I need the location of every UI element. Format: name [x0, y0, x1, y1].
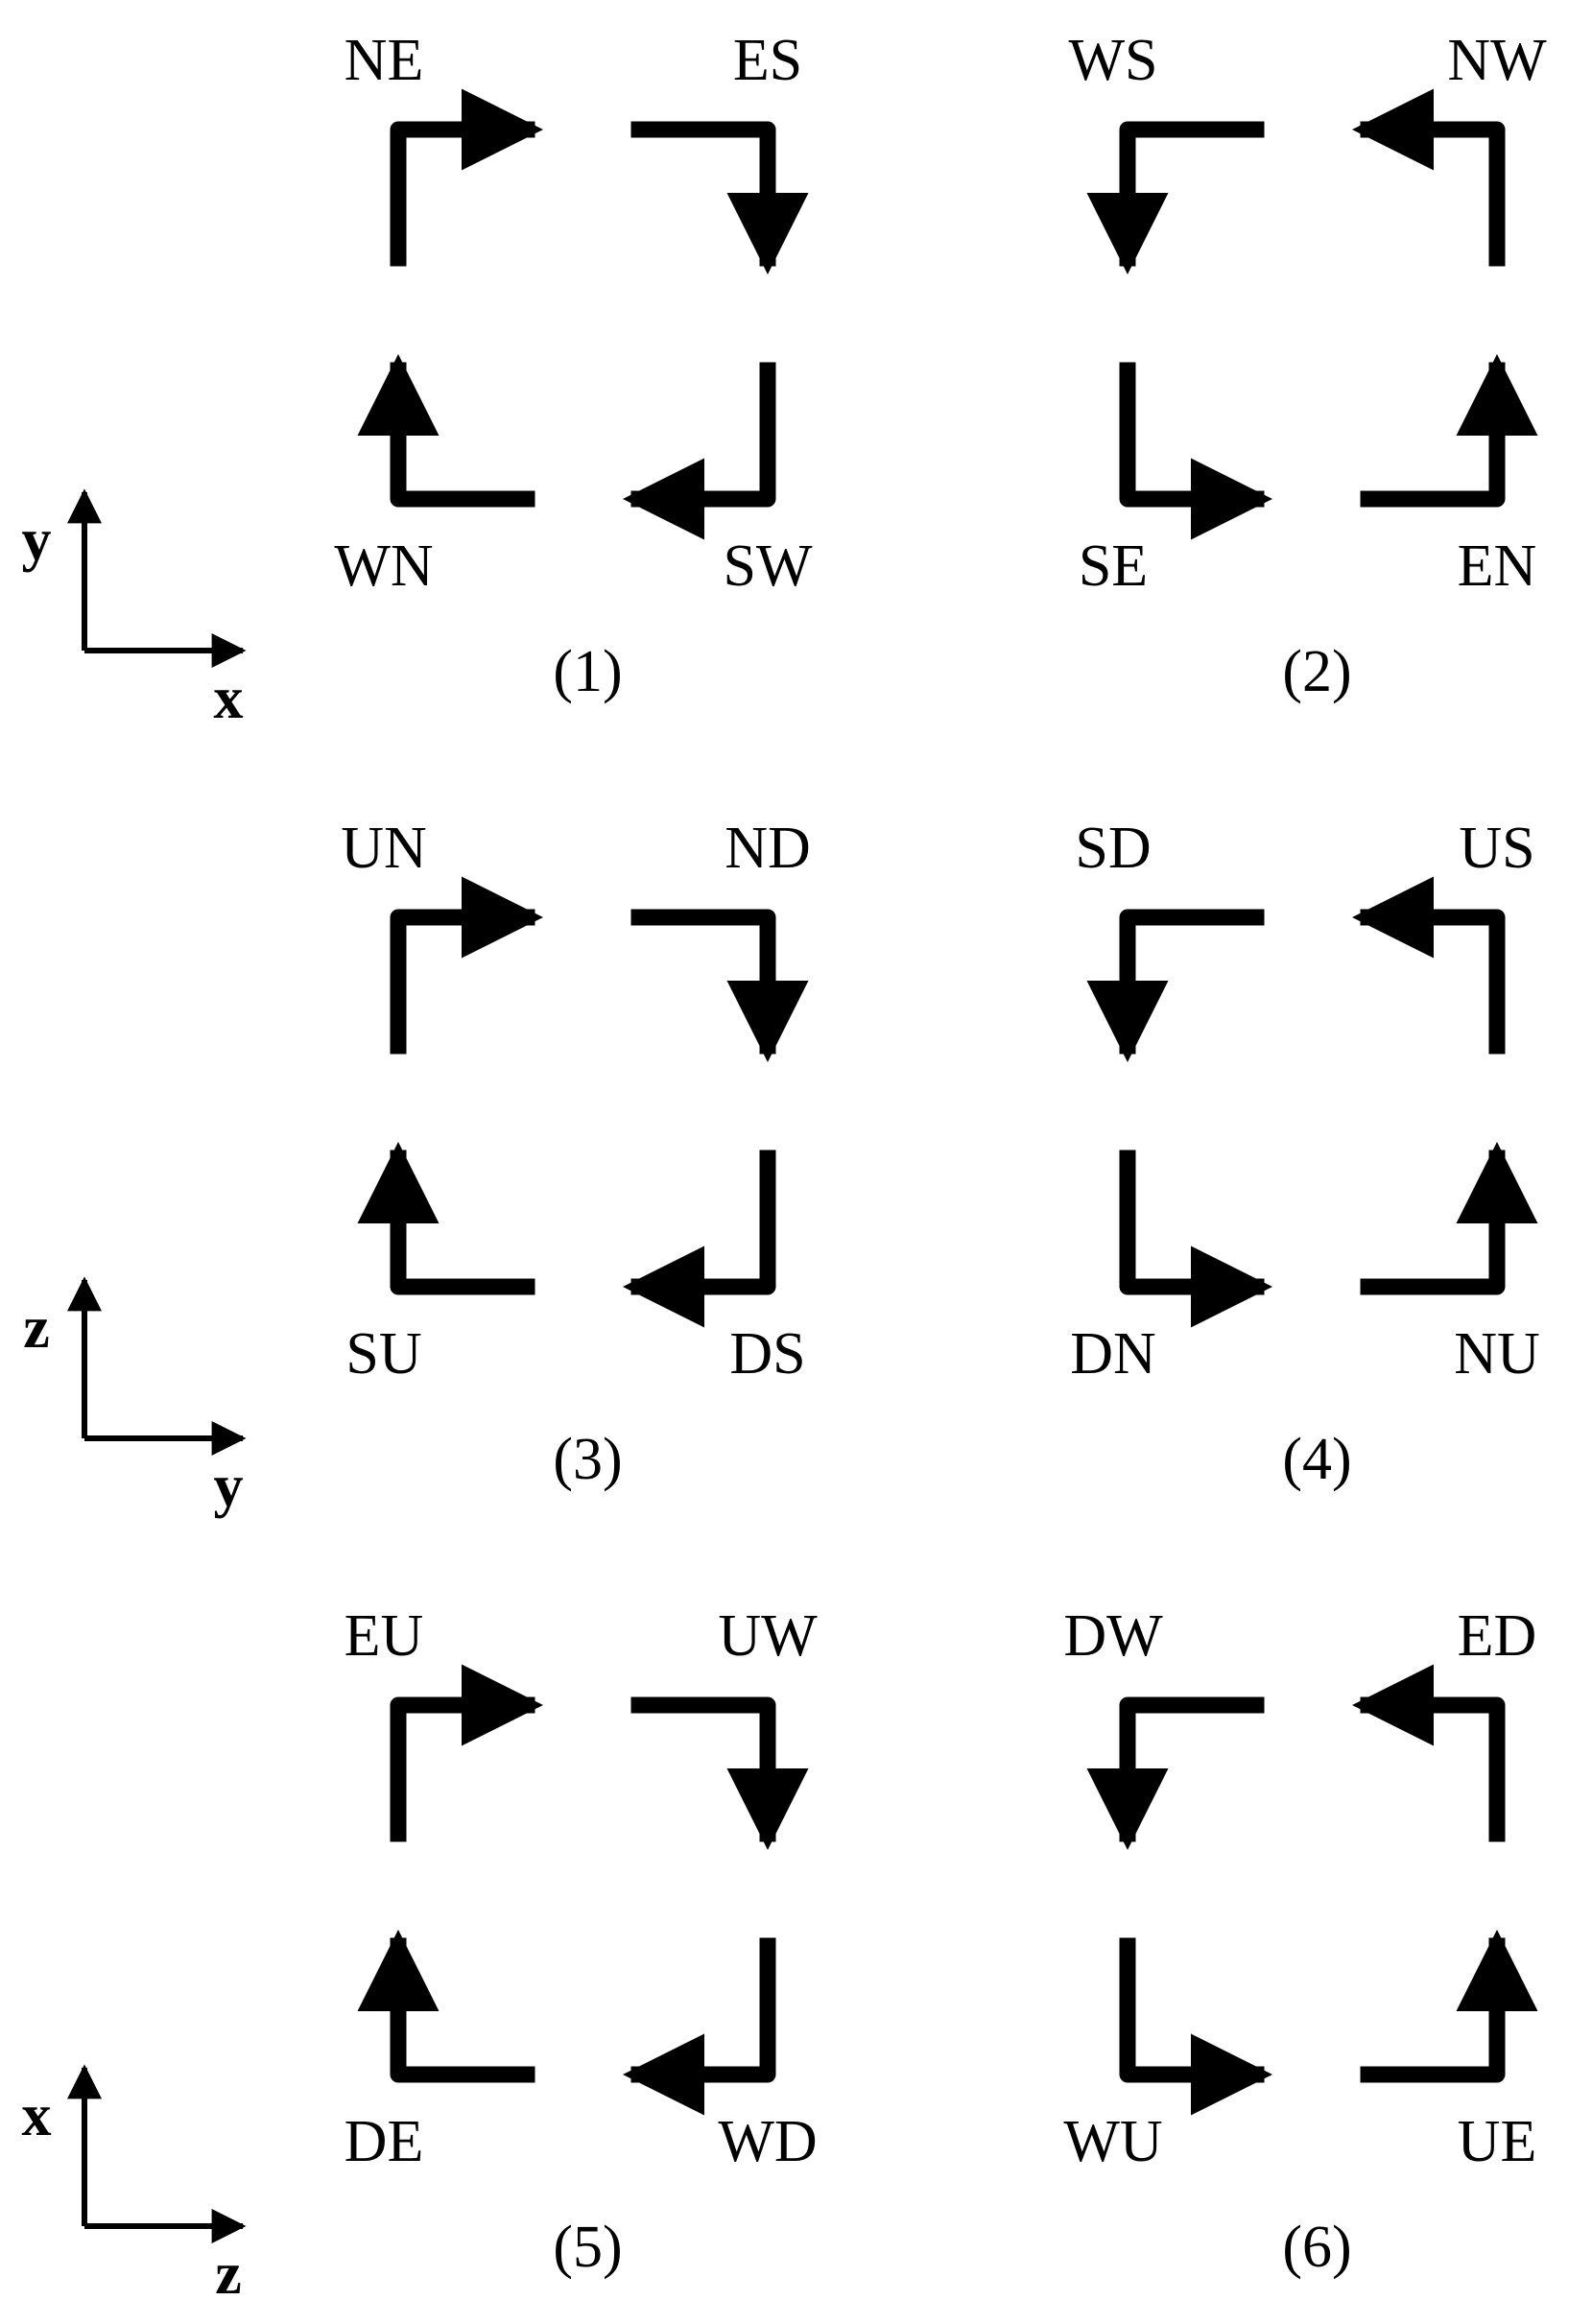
arrow-br	[623, 362, 776, 540]
arrow-bl	[1119, 362, 1272, 540]
corner-label-br: SW	[724, 534, 813, 599]
arrow-tl	[1086, 121, 1265, 274]
arrow-br	[623, 1937, 776, 2116]
arrow-bl	[357, 1142, 535, 1295]
panel-caption: (5)	[553, 2215, 622, 2280]
arrow-tl	[390, 876, 543, 1055]
arrow-br	[1360, 1930, 1538, 2083]
arrow-tl	[390, 1664, 543, 1842]
panel-1: NE ES SW WN (1)	[334, 28, 813, 704]
arrow-tl	[1086, 1696, 1265, 1850]
panel-4: SD US NU DN (4)	[1070, 816, 1540, 1492]
panels-layer: NE ES SW WN (1) WS NW EN SE (2) UN ND DS SU (3) SD US NU D…	[334, 28, 1547, 2280]
horizontal-axis-label: z	[215, 2241, 242, 2307]
panel-caption: (1)	[553, 639, 622, 704]
corner-label-tr: UW	[718, 1603, 818, 1669]
corner-label-bl: DE	[345, 2109, 424, 2174]
arrow-tr	[1352, 876, 1506, 1055]
axis-indicator-3: xz	[22, 2064, 247, 2307]
corner-label-tl: EU	[345, 1603, 424, 1669]
panel-3: UN ND DS SU (3)	[341, 816, 811, 1492]
corner-label-br: UE	[1458, 2109, 1537, 2174]
arrow-tl	[1086, 909, 1265, 1062]
corner-label-tr: ND	[725, 816, 811, 881]
corner-label-tl: WS	[1069, 28, 1158, 93]
arrow-tr	[630, 1696, 809, 1850]
panel-caption: (4)	[1282, 1427, 1351, 1492]
corner-label-tl: SD	[1075, 816, 1151, 881]
corner-label-tl: NE	[345, 28, 424, 93]
arrow-tr	[1352, 1664, 1506, 1842]
panel-5: EU UW WD DE (5)	[345, 1603, 818, 2280]
arrow-tl	[390, 88, 543, 267]
corner-label-bl: SE	[1079, 534, 1148, 599]
panel-caption: (3)	[553, 1427, 622, 1492]
corner-label-br: EN	[1458, 534, 1537, 599]
vertical-axis-label: z	[23, 1295, 50, 1361]
corner-label-tl: UN	[341, 816, 427, 881]
corner-label-br: NU	[1454, 1321, 1540, 1387]
vertical-axis-label: x	[22, 2083, 52, 2148]
arrow-tr	[630, 121, 809, 274]
arrow-br	[623, 1150, 776, 1328]
corner-label-br: WD	[718, 2109, 817, 2174]
panel-caption: (2)	[1282, 639, 1351, 704]
corner-label-tr: ES	[733, 28, 802, 93]
corner-label-bl: WU	[1063, 2109, 1162, 2174]
arrow-bl	[1119, 1937, 1272, 2116]
axis-indicator-1: yx	[22, 488, 247, 731]
corner-label-bl: WN	[334, 534, 433, 599]
corner-label-tr: NW	[1447, 28, 1547, 93]
corner-label-bl: SU	[345, 1321, 421, 1387]
panel-caption: (6)	[1282, 2215, 1351, 2280]
panel-2: WS NW EN SE (2)	[1069, 28, 1548, 704]
arrow-br	[1360, 1142, 1538, 1295]
corner-label-tl: DW	[1063, 1603, 1163, 1669]
panel-6: DW ED UE WU (6)	[1063, 1603, 1538, 2280]
arrow-br	[1360, 354, 1538, 508]
arrow-tr	[1352, 88, 1506, 267]
arrow-tr	[630, 909, 809, 1062]
horizontal-axis-label: x	[214, 666, 244, 731]
axis-indicator-2: zy	[23, 1276, 247, 1519]
horizontal-axis-label: y	[214, 1454, 244, 1519]
corner-label-br: DS	[729, 1321, 805, 1387]
arrow-bl	[357, 354, 535, 508]
corner-label-tr: US	[1459, 816, 1534, 881]
vertical-axis-label: y	[22, 508, 52, 573]
arrow-bl	[357, 1930, 535, 2083]
arrow-bl	[1119, 1150, 1272, 1328]
corner-label-bl: DN	[1070, 1321, 1156, 1387]
corner-label-tr: ED	[1458, 1603, 1537, 1669]
